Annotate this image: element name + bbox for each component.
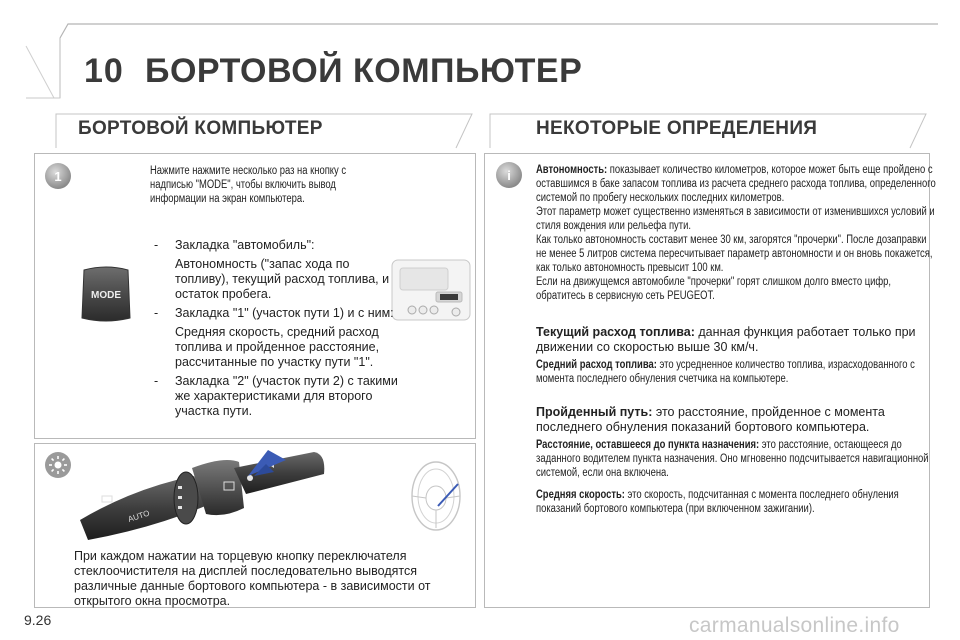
avg-speed-term: Средняя скорость: <box>536 489 625 501</box>
distance-to-destination-definition: Расстояние, оставшееся до пункта назначе… <box>536 438 936 480</box>
current-consumption-term: Текущий расход топлива: <box>536 325 695 339</box>
list-item: - Закладка "автомобиль": <box>154 238 315 252</box>
distance-to-destination-text: это расстояние, остающееся до заданного … <box>536 439 929 479</box>
autonomy-paragraph-2: Этот параметр может существенно изменять… <box>536 206 935 232</box>
left-section-header-frame <box>55 113 473 149</box>
tab-list: - Закладка "автомобиль": Автономность ("… <box>150 238 400 421</box>
avg-speed-text: это скорость, подсчитанная с момента пос… <box>536 489 899 515</box>
intro-text: Нажмите нажмите несколько раз на кнопку … <box>150 164 450 206</box>
list-item-label: Закладка "1" (участок пути 1) и с ним: <box>175 306 394 320</box>
wiper-stalk-illustration: AUTO <box>80 452 325 540</box>
arrow-icon <box>248 450 286 476</box>
distance-text: это расстояние, пройденное с момента пос… <box>536 405 885 434</box>
distance-term: Пройденный путь: <box>536 405 653 419</box>
mode-button-label: MODE <box>91 290 121 301</box>
definitions-panel <box>484 153 930 608</box>
list-item: - Закладка "1" (участок пути 1) и с ним: <box>154 306 394 320</box>
radio-unit-illustration <box>391 259 471 321</box>
right-section-header-frame <box>489 113 927 149</box>
step-badge: 1 <box>45 163 71 189</box>
avg-consumption-term: Средний расход топлива: <box>536 359 657 371</box>
list-item-detail: Автономность ("запас хода по топливу), т… <box>175 257 390 301</box>
distance-to-destination-term: Расстояние, оставшееся до пункта назначе… <box>536 439 760 451</box>
autonomy-text: показывает количество километров, которо… <box>536 164 936 204</box>
autonomy-term: Автономность: <box>536 164 608 176</box>
autonomy-paragraph-4: Если на движущемся автомобиле "прочерки"… <box>536 276 892 302</box>
chapter-number: 10 <box>84 52 124 90</box>
steering-wheel-icon <box>411 461 461 531</box>
lighting-icon <box>45 452 71 478</box>
page-number: 9.26 <box>24 612 52 628</box>
autonomy-paragraph-3: Как только автономность составит менее 3… <box>536 234 933 274</box>
current-consumption-text: данная функция работает только при движе… <box>536 325 916 354</box>
avg-speed-definition: Средняя скорость: это скорость, подсчита… <box>536 488 936 516</box>
watermark: carmanualsonline.info <box>689 614 900 637</box>
left-section-title: БОРТОВОЙ КОМПЬЮТЕР <box>78 118 323 139</box>
avg-consumption-text: это усредненное количество топлива, изра… <box>536 359 915 385</box>
list-item-label: Закладка "2" (участок пути 2) с такими ж… <box>175 374 398 418</box>
list-item-detail: Средняя скорость, средний расход топлива… <box>175 325 380 369</box>
header-frame <box>25 23 938 99</box>
avg-consumption-definition: Средний расход топлива: это усредненное … <box>536 358 936 386</box>
chapter-title: БОРТОВОЙ КОМПЬЮТЕР <box>145 52 583 90</box>
autonomy-definition: Автономность: показывает количество кило… <box>536 163 936 303</box>
intro-paragraph: Нажмите нажмите несколько раз на кнопку … <box>150 165 347 205</box>
mode-button-illustration: MODE <box>81 266 131 322</box>
distance-definition: Пройденный путь: это расстояние, пройден… <box>536 405 926 435</box>
current-consumption-definition: Текущий расход топлива: данная функция р… <box>536 325 926 355</box>
list-item-label: Закладка "автомобиль": <box>175 238 315 252</box>
info-icon: i <box>496 162 522 188</box>
right-section-title: НЕКОТОРЫЕ ОПРЕДЕЛЕНИЯ <box>536 118 818 139</box>
list-item: - Закладка "2" (участок пути 2) с такими… <box>154 374 398 418</box>
stalk-description: При каждом нажатии на торцевую кнопку пе… <box>74 549 431 608</box>
